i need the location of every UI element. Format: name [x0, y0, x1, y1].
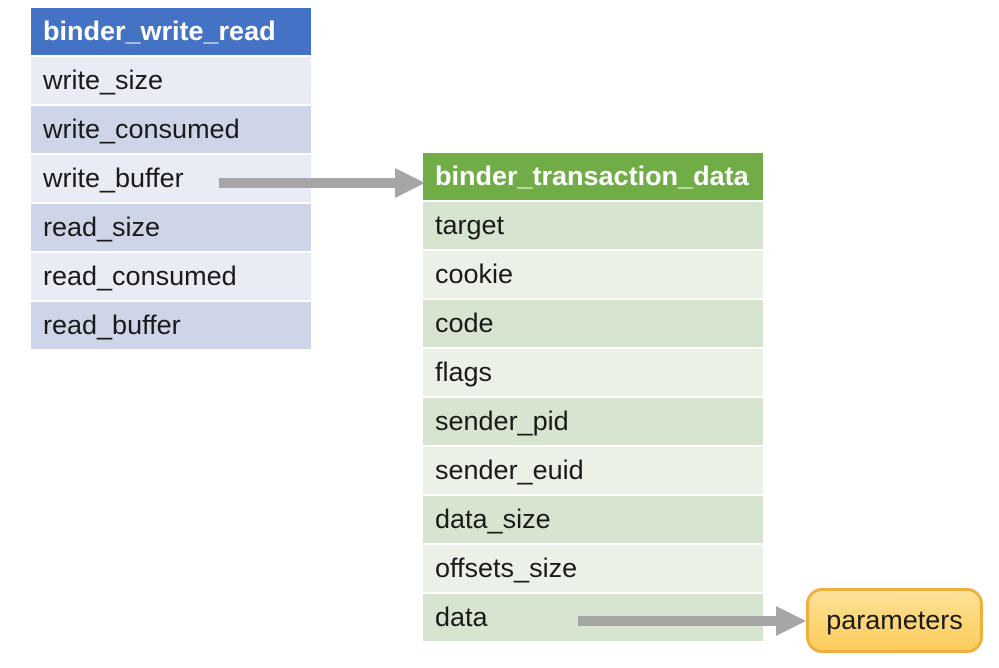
arrow-data-to-parameters	[578, 606, 806, 636]
arrow-write-buffer-to-transaction-data	[219, 168, 425, 198]
table-row: read_buffer	[31, 302, 311, 351]
parameters-box: parameters	[806, 588, 983, 653]
binder-write-read-table: binder_write_read write_size write_consu…	[31, 8, 311, 351]
table-row: target	[423, 202, 763, 251]
parameters-label: parameters	[826, 605, 963, 635]
table-row: write_consumed	[31, 106, 311, 155]
table-row: code	[423, 300, 763, 349]
table-row: cookie	[423, 251, 763, 300]
table-row: write_size	[31, 57, 311, 106]
table-row: read_size	[31, 204, 311, 253]
table-row: flags	[423, 349, 763, 398]
table-row: offsets_size	[423, 545, 763, 594]
table-row: read_consumed	[31, 253, 311, 302]
table-row: sender_euid	[423, 447, 763, 496]
table-row: sender_pid	[423, 398, 763, 447]
binder-transaction-data-title: binder_transaction_data	[423, 153, 763, 202]
binder-write-read-title: binder_write_read	[31, 8, 311, 57]
binder-transaction-data-table: binder_transaction_data target cookie co…	[423, 153, 763, 643]
table-row: data_size	[423, 496, 763, 545]
